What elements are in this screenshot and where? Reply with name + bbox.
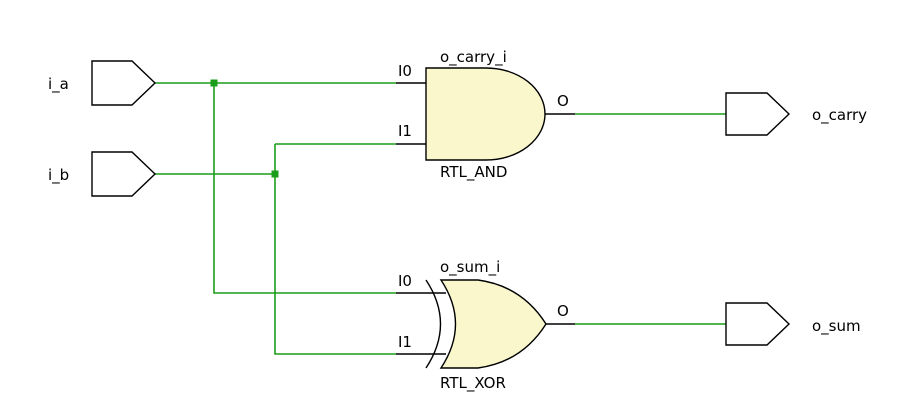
port-shape <box>725 302 791 346</box>
and-gate[interactable]: o_carry_i RTL_AND I0 I1 O <box>396 48 575 182</box>
junction-i_b <box>271 170 279 178</box>
xor-gate[interactable]: o_sum_i RTL_XOR I0 I1 O <box>396 258 575 393</box>
input-port-i_a[interactable]: i_a <box>48 60 157 106</box>
port-label: i_b <box>48 166 69 185</box>
and-pin-i0-label: I0 <box>398 62 412 80</box>
and-pin-i1-label: I1 <box>398 122 412 140</box>
port-label: o_carry <box>812 106 867 125</box>
nets <box>155 79 726 355</box>
output-port-o_sum[interactable]: o_sum <box>725 302 861 346</box>
port-shape <box>91 151 157 197</box>
and-pin-o-label: O <box>557 92 569 110</box>
port-shape <box>725 92 791 136</box>
junction-i_a <box>210 79 218 87</box>
xor-gate-body <box>439 279 547 369</box>
and-type-label: RTL_AND <box>440 163 507 182</box>
xor-instance-name: o_sum_i <box>440 258 500 277</box>
and-instance-name: o_carry_i <box>440 48 507 67</box>
output-port-o_carry[interactable]: o_carry <box>725 92 867 136</box>
xor-gate-back-arc <box>425 279 442 369</box>
xor-pin-i0-label: I0 <box>398 272 412 290</box>
and-gate-body <box>425 67 546 161</box>
xor-pin-i1-label: I1 <box>398 333 412 351</box>
net-i_b[interactable] <box>155 143 396 355</box>
port-label: o_sum <box>812 317 861 336</box>
input-port-i_b[interactable]: i_b <box>48 151 157 197</box>
xor-pin-o-label: O <box>557 302 569 320</box>
port-shape <box>91 60 157 106</box>
xor-type-label: RTL_XOR <box>440 374 506 393</box>
net-i_a[interactable] <box>155 82 396 294</box>
port-label: i_a <box>48 75 69 94</box>
